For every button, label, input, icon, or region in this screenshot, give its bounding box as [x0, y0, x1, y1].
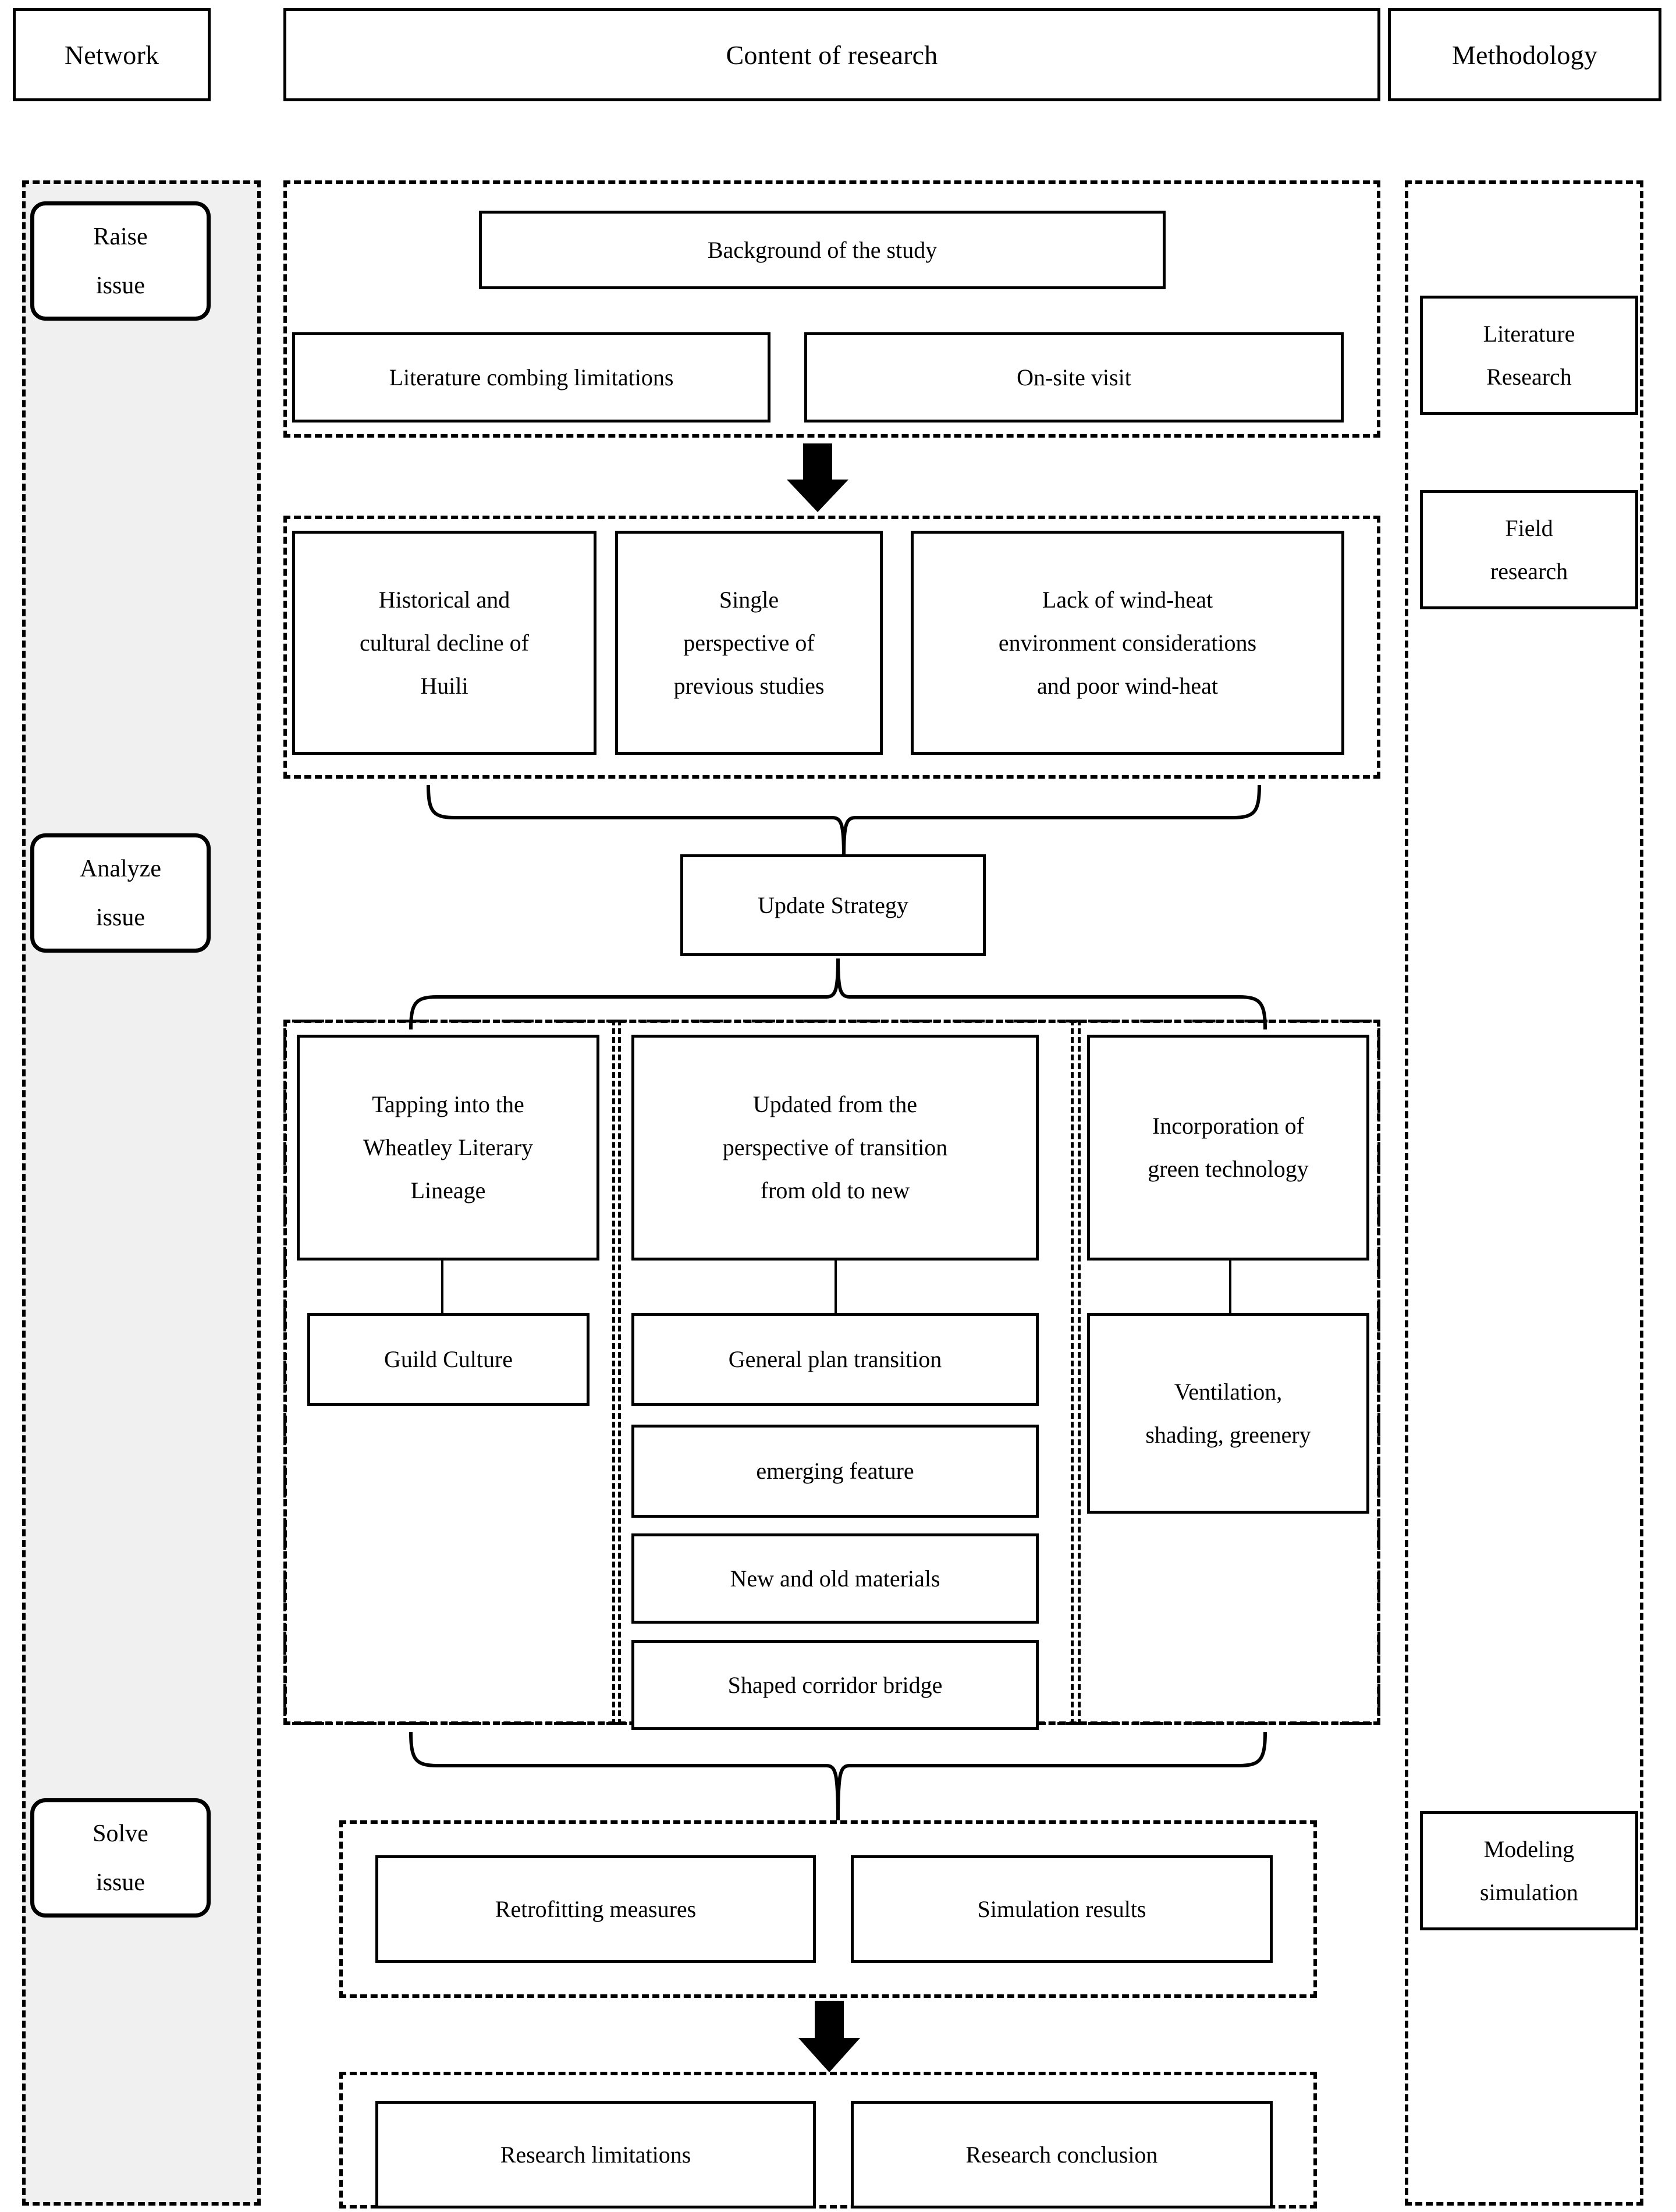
stage5-group — [339, 2072, 1317, 2209]
box-tapping-wheatley-lineage-label: Tapping into the Wheatley Literary Linea… — [363, 1091, 534, 1203]
box-ventilation-shading-greenery[interactable]: Ventilation, shading, greenery — [1087, 1313, 1369, 1514]
box-literature-combing-limitations[interactable]: Literature combing limitations — [292, 332, 770, 422]
box-retrofitting-measures-label: Retrofitting measures — [495, 1895, 697, 1922]
network-item-solve-issue[interactable]: Solve issue — [30, 1798, 211, 1918]
brace-strategy-to-columns — [409, 958, 1267, 1030]
box-emerging-feature-label: emerging feature — [756, 1458, 914, 1484]
box-literature-combing-limitations-label: Literature combing limitations — [389, 364, 674, 390]
box-problem-1[interactable]: Historical and cultural decline of Huili — [292, 531, 596, 755]
header-content: Content of research — [283, 8, 1380, 101]
box-shaped-corridor-bridge-label: Shaped corridor bridge — [727, 1671, 943, 1698]
box-incorporation-green-technology-label: Incorporation of green technology — [1148, 1113, 1309, 1182]
methodology-item-field-research-label: Field research — [1490, 514, 1568, 584]
connector-col2-head-to-child — [835, 1261, 837, 1313]
box-ventilation-shading-greenery-label: Ventilation, shading, greenery — [1145, 1378, 1311, 1448]
box-shaped-corridor-bridge[interactable]: Shaped corridor bridge — [631, 1640, 1039, 1730]
network-item-analyze-issue-label: Analyze issue — [80, 855, 161, 931]
header-methodology: Methodology — [1388, 8, 1661, 101]
box-new-and-old-materials-label: New and old materials — [730, 1565, 940, 1592]
box-guild-culture-label: Guild Culture — [384, 1346, 513, 1372]
box-general-plan-transition[interactable]: General plan transition — [631, 1313, 1039, 1406]
box-problem-2-label: Single perspective of previous studies — [673, 586, 825, 699]
box-problem-2[interactable]: Single perspective of previous studies — [615, 531, 883, 755]
arrow-down-stage1-to-stage2 — [787, 443, 848, 512]
box-problem-3-label: Lack of wind-heat environment considerat… — [998, 586, 1257, 699]
methodology-item-field-research[interactable]: Field research — [1420, 490, 1638, 609]
box-general-plan-transition-label: General plan transition — [728, 1346, 942, 1372]
stage1-group — [283, 180, 1380, 438]
arrow-down-stage4-to-stage5 — [798, 2001, 860, 2072]
methodology-item-literature-research-label: Literature Research — [1483, 320, 1575, 390]
box-updated-transition-old-to-new-label: Updated from the perspective of transiti… — [722, 1091, 948, 1203]
connector-col3-head-to-child — [1229, 1261, 1231, 1313]
box-research-conclusion-label: Research conclusion — [965, 2141, 1158, 2168]
network-item-raise-issue[interactable]: Raise issue — [30, 201, 211, 321]
network-item-solve-issue-label: Solve issue — [93, 1820, 148, 1896]
box-background-of-the-study[interactable]: Background of the study — [479, 211, 1166, 289]
box-background-of-the-study-label: Background of the study — [707, 236, 938, 263]
box-emerging-feature[interactable]: emerging feature — [631, 1425, 1039, 1518]
connector-col1-head-to-child — [441, 1261, 443, 1313]
brace-columns-to-results — [409, 1731, 1267, 1821]
stage3-column-1-group — [283, 1020, 621, 1725]
network-item-raise-issue-label: Raise issue — [93, 223, 148, 299]
box-retrofitting-measures[interactable]: Retrofitting measures — [375, 1855, 816, 1963]
stage2-group — [283, 516, 1380, 779]
stage3-column-3-group — [1071, 1020, 1380, 1725]
methodology-item-modeling-simulation-label: Modeling simulation — [1480, 1835, 1578, 1905]
box-on-site-visit-label: On-site visit — [1017, 364, 1131, 390]
methodology-item-literature-research[interactable]: Literature Research — [1420, 296, 1638, 415]
box-simulation-results[interactable]: Simulation results — [851, 1855, 1273, 1963]
header-network-label: Network — [64, 40, 159, 70]
stage4-group — [339, 1820, 1317, 1998]
brace-problems-to-strategy — [427, 784, 1261, 857]
methodology-item-modeling-simulation[interactable]: Modeling simulation — [1420, 1811, 1638, 1930]
box-research-conclusion[interactable]: Research conclusion — [851, 2101, 1273, 2209]
box-research-limitations[interactable]: Research limitations — [375, 2101, 816, 2209]
box-simulation-results-label: Simulation results — [977, 1895, 1146, 1922]
box-tapping-wheatley-lineage[interactable]: Tapping into the Wheatley Literary Linea… — [297, 1035, 599, 1261]
box-update-strategy[interactable]: Update Strategy — [680, 854, 986, 956]
header-content-label: Content of research — [726, 40, 938, 70]
header-network: Network — [13, 8, 211, 101]
box-guild-culture[interactable]: Guild Culture — [307, 1313, 590, 1406]
box-problem-1-label: Historical and cultural decline of Huili — [360, 586, 529, 699]
header-methodology-label: Methodology — [1451, 40, 1598, 70]
box-update-strategy-label: Update Strategy — [758, 892, 908, 918]
methodology-lane — [1405, 180, 1643, 2206]
box-problem-3[interactable]: Lack of wind-heat environment considerat… — [911, 531, 1344, 755]
box-on-site-visit[interactable]: On-site visit — [804, 332, 1344, 422]
box-research-limitations-label: Research limitations — [500, 2141, 691, 2168]
box-new-and-old-materials[interactable]: New and old materials — [631, 1533, 1039, 1624]
box-updated-transition-old-to-new[interactable]: Updated from the perspective of transiti… — [631, 1035, 1039, 1261]
box-incorporation-green-technology[interactable]: Incorporation of green technology — [1087, 1035, 1369, 1261]
network-item-analyze-issue[interactable]: Analyze issue — [30, 833, 211, 953]
